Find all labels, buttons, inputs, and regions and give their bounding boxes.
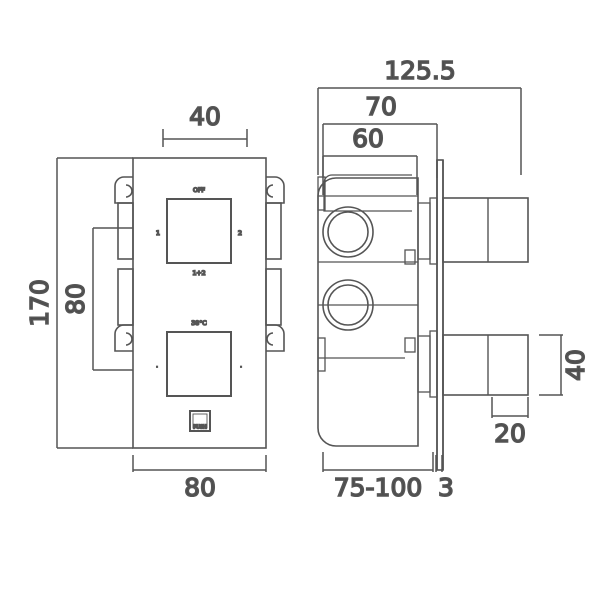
valve-side-lug-lower bbox=[404, 337, 416, 353]
front-elevation-view: 40 170 80 80 bbox=[24, 101, 285, 503]
spindle-collar-upper bbox=[417, 197, 438, 265]
dimension-label-80-width: 80 bbox=[184, 473, 216, 502]
dimension-handle-length: 20 bbox=[491, 397, 529, 449]
valve-body-outline bbox=[317, 177, 419, 447]
dimension-label-75-100: 75-100 bbox=[334, 473, 423, 502]
valve-outlet-stub-lower bbox=[317, 337, 326, 372]
dimension-front-inner-height: 80 bbox=[60, 227, 133, 371]
override-push-button-label: PUSH bbox=[193, 425, 207, 431]
valve-inlet-block-upper bbox=[317, 174, 412, 212]
thermostat-label-right-dot: · bbox=[240, 365, 242, 371]
dimension-label-70: 70 bbox=[365, 92, 397, 121]
diverter-label-2: 2 bbox=[238, 230, 242, 237]
dimension-side-overall-depth: 125.5 bbox=[317, 55, 522, 175]
faceplate-body bbox=[132, 157, 267, 449]
handle-circle-upper[interactable] bbox=[322, 206, 374, 258]
mounting-bracket-right-lower bbox=[265, 268, 285, 352]
thermostat-label-left-dot: · bbox=[156, 365, 158, 371]
diverter-label-1: 1 bbox=[156, 230, 160, 237]
dimension-side-depth-60: 60 bbox=[322, 123, 418, 195]
dimension-label-3: 3 bbox=[438, 473, 454, 502]
valve-side-lug-upper bbox=[404, 249, 416, 265]
thermostat-control-square[interactable] bbox=[166, 331, 232, 397]
dimension-label-40-diameter: 40 bbox=[561, 349, 590, 381]
dimension-label-80-height: 80 bbox=[61, 283, 90, 315]
dimension-label-20: 20 bbox=[494, 419, 526, 448]
diverter-label-1-plus-2: 1+2 bbox=[192, 270, 205, 277]
dimension-label-170: 170 bbox=[25, 279, 54, 327]
dimension-side-wall-range: 75-100 bbox=[322, 452, 434, 503]
valve-body-internal-lines bbox=[318, 195, 418, 359]
dimension-handle-diameter: 40 bbox=[539, 334, 591, 396]
dimension-front-top-width: 40 bbox=[162, 101, 248, 147]
dimension-label-60: 60 bbox=[352, 124, 384, 153]
handle-cylinder-lower[interactable] bbox=[442, 334, 529, 396]
spindle-collar-lower bbox=[417, 330, 438, 398]
mounting-bracket-left-lower bbox=[114, 268, 134, 352]
mounting-bracket-left-upper bbox=[114, 176, 134, 260]
dimension-plate-thickness: 3 bbox=[435, 455, 455, 503]
side-section-view: 125.5 70 60 75-100 bbox=[317, 55, 591, 503]
handle-cylinder-upper[interactable] bbox=[442, 197, 529, 263]
diverter-control-square[interactable] bbox=[166, 198, 232, 264]
dimension-front-bottom-width: 80 bbox=[132, 455, 267, 503]
override-push-button[interactable]: PUSH bbox=[189, 410, 211, 432]
diverter-label-off: OFF bbox=[193, 187, 205, 194]
dimension-label-40: 40 bbox=[189, 102, 221, 131]
thermostat-label-38c: 38°C bbox=[191, 319, 206, 327]
handle-circle-lower[interactable] bbox=[322, 279, 374, 331]
dimension-front-overall-height: 170 bbox=[24, 157, 133, 449]
wall-escutcheon-plate bbox=[436, 159, 444, 471]
mounting-bracket-right-upper bbox=[265, 176, 285, 260]
dimension-label-125-5: 125.5 bbox=[384, 56, 456, 85]
